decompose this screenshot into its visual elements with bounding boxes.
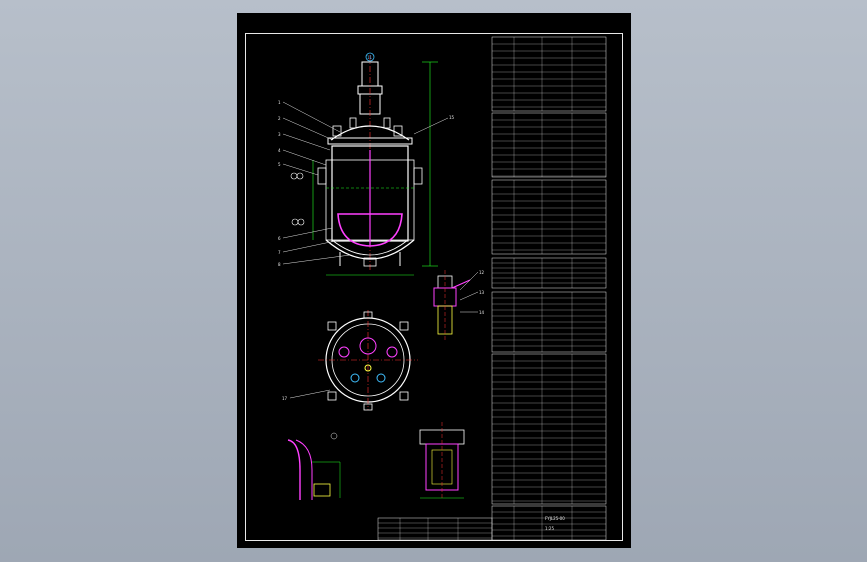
top-view-lugs <box>327 311 409 411</box>
nozzle-d <box>383 117 391 129</box>
balloon-bottom-view-label: 17 <box>282 396 288 401</box>
lug-right <box>413 167 423 185</box>
inner-bottom-head <box>331 239 409 256</box>
port-2 <box>386 346 398 358</box>
left-balloons: 1 2 3 4 5 6 7 8 <box>278 100 281 267</box>
nozzle-a <box>332 125 342 137</box>
balloon-right-label: 15 <box>449 115 455 120</box>
balloon-top-label: 11 <box>367 55 373 60</box>
drawing-sheet <box>237 13 631 548</box>
title-block <box>491 505 607 541</box>
top-head <box>330 125 410 141</box>
port-1 <box>338 346 350 358</box>
top-view: 17 <box>282 310 418 411</box>
revision-block <box>377 517 493 541</box>
bottom-head <box>325 239 415 260</box>
detail-nozzle <box>419 422 465 500</box>
balloon-2: 2 <box>278 116 281 121</box>
detail-balloon-2: 13 <box>479 290 485 295</box>
technical-requirements-table <box>491 112 607 178</box>
design-data-table <box>491 36 607 112</box>
side-nozzle-1 <box>290 172 298 180</box>
balloon-8: 8 <box>278 262 281 267</box>
lug-left <box>317 167 327 185</box>
side-nozzle-4 <box>297 218 305 226</box>
balloon-6: 6 <box>278 236 281 241</box>
flange <box>327 137 413 145</box>
balloon-3: 3 <box>278 132 281 137</box>
technical-tables <box>377 36 607 541</box>
side-nozzle-3 <box>291 218 299 226</box>
side-nozzle-2 <box>296 172 304 180</box>
port-5 <box>364 364 372 372</box>
port-4 <box>376 373 386 383</box>
port-3 <box>350 373 360 383</box>
leaders-left <box>282 101 351 265</box>
manhole <box>359 337 377 355</box>
table-rows <box>378 37 606 540</box>
balloon-4: 4 <box>278 148 281 153</box>
detail-balloon-1: 12 <box>479 270 485 275</box>
drawing-number: FYJL25-00 <box>545 516 565 521</box>
nozzle-table <box>491 179 607 255</box>
balloon-5: 5 <box>278 162 281 167</box>
balloon-7: 7 <box>278 250 281 255</box>
balloon-top <box>365 52 375 62</box>
drawing-border <box>245 33 623 541</box>
drawing-scale: 1:25 <box>545 526 554 531</box>
detail-inlet <box>287 432 341 500</box>
detail-seal: 12 13 14 <box>433 270 485 340</box>
parts-list <box>491 353 607 505</box>
front-view: 11 15 <box>282 52 455 276</box>
detail-balloon-3: 14 <box>479 310 485 315</box>
nozzle-b <box>393 125 403 137</box>
nozzle-c <box>349 117 357 129</box>
bottom-outlet <box>363 257 377 267</box>
balloon-1: 1 <box>278 100 281 105</box>
